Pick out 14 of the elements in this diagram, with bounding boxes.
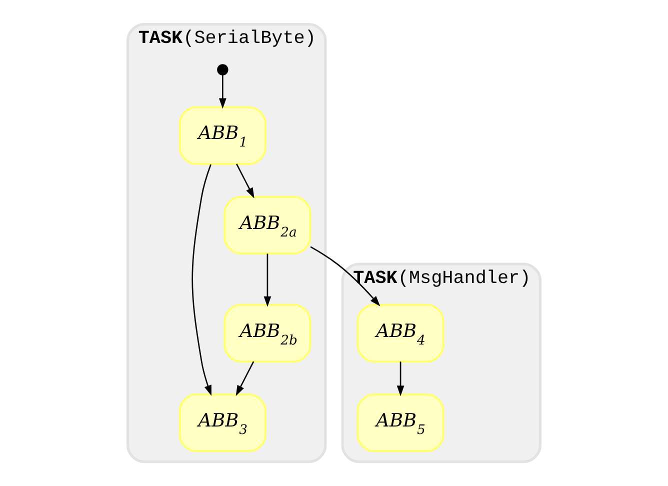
node-circle — [217, 64, 228, 76]
arrow — [310, 246, 380, 306]
node-box: ABB$_{5}$ — [356, 394, 444, 452]
node-box: ABB$_{1}$ — [178, 106, 266, 165]
node-box: ABB$_{3}$ — [178, 394, 266, 452]
arrow — [192, 164, 212, 396]
node-box: ABB$_{2a}$ — [224, 196, 312, 255]
node-box: ABB$_{2b}$ — [224, 304, 312, 363]
arrow — [264, 254, 272, 307]
node-box: ABB$_{4}$ — [356, 304, 444, 363]
arrow — [218, 74, 226, 109]
arrow — [396, 362, 404, 396]
arrow — [236, 361, 254, 396]
arrow — [236, 164, 254, 198]
